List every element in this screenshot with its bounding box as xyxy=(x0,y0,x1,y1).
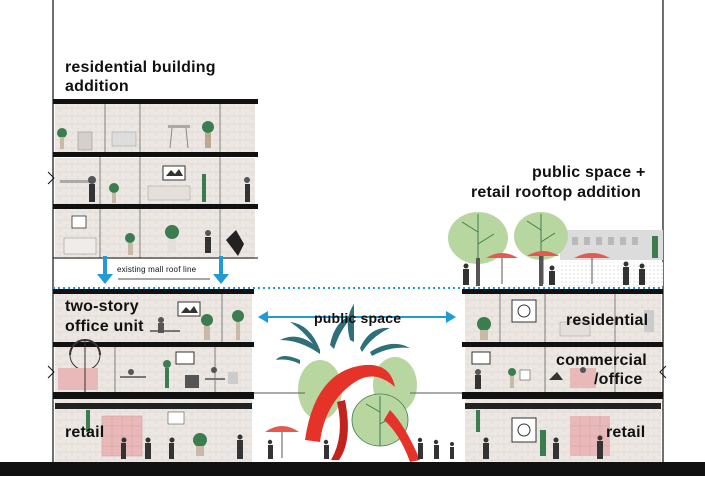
label-residential-addition-1: residential building xyxy=(65,59,216,76)
residential-addition xyxy=(47,99,258,259)
public-space-atrium xyxy=(254,304,462,462)
slab xyxy=(53,152,258,157)
label-commercial-2: /office xyxy=(594,371,643,388)
mall-roof-arrows xyxy=(53,256,663,289)
rooftop-addition xyxy=(448,212,663,286)
slab xyxy=(53,99,258,104)
label-public-space: public space xyxy=(314,310,402,326)
label-retail-right: retail xyxy=(606,424,646,441)
label-office-unit-1: two-story xyxy=(65,298,139,315)
label-retail-left: retail xyxy=(65,424,105,441)
label-office-unit-2: office unit xyxy=(65,318,144,335)
slab xyxy=(53,204,258,209)
label-rooftop-1: public space + xyxy=(532,164,646,181)
left-mall-block xyxy=(47,289,254,464)
label-residential-addition-2: addition xyxy=(65,78,129,95)
label-rooftop-2: retail rooftop addition xyxy=(471,184,641,201)
label-mall-roof-line: existing mall roof line xyxy=(117,265,197,274)
right-mall-block xyxy=(462,289,667,464)
ground-line xyxy=(0,462,705,476)
label-commercial-1: commercial xyxy=(556,352,647,369)
label-residential-right: residential xyxy=(566,312,649,329)
